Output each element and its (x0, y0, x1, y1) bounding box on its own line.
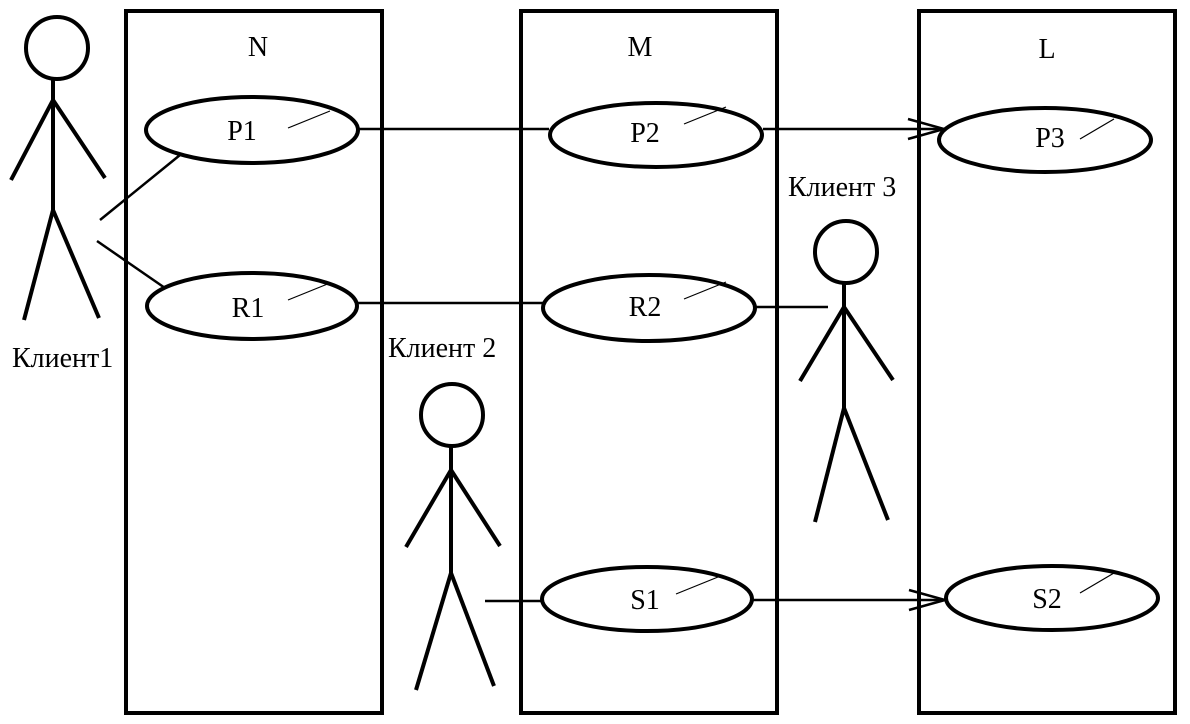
use-case-s2: S2 (944, 564, 1160, 632)
stick-figure-icon (798, 219, 895, 523)
swimlane-n: N (124, 9, 384, 715)
use-case-r2-label: R2 (629, 292, 662, 323)
connector-client1-r1 (96, 239, 166, 290)
use-case-p2-label: P2 (630, 118, 660, 149)
actor-client1: Клиент1 (9, 15, 113, 374)
swimlane-m-title: M (628, 32, 653, 63)
use-case-p3: P3 (937, 106, 1153, 174)
actor-client1-label: Клиент1 (12, 343, 113, 374)
swimlane-l-title: L (1038, 34, 1055, 65)
swimlane-l: L (917, 9, 1177, 715)
use-case-r1-label: R1 (232, 293, 265, 324)
use-case-s1-label: S1 (630, 585, 660, 616)
actor-client3: Клиент 3 (788, 172, 896, 523)
connector-client1-p1 (99, 154, 181, 221)
use-case-s2-label: S2 (1032, 584, 1062, 615)
use-case-r2: R2 (541, 273, 757, 343)
use-case-r1: R1 (145, 271, 359, 341)
use-case-p2: P2 (548, 101, 764, 169)
actor-client2: Клиент 2 (388, 333, 502, 691)
stick-figure-icon (404, 382, 502, 691)
stick-figure-icon (9, 15, 107, 321)
actor-client3-label: Клиент 3 (788, 172, 896, 203)
use-case-p1-label: P1 (227, 116, 257, 147)
use-case-p1: P1 (144, 95, 360, 165)
swimlane-m: M (519, 9, 779, 715)
use-case-s1: S1 (540, 565, 754, 633)
connections (96, 129, 945, 601)
actor-client2-label: Клиент 2 (388, 333, 496, 364)
use-case-p3-label: P3 (1035, 123, 1065, 154)
swimlane-n-title: N (248, 32, 268, 63)
